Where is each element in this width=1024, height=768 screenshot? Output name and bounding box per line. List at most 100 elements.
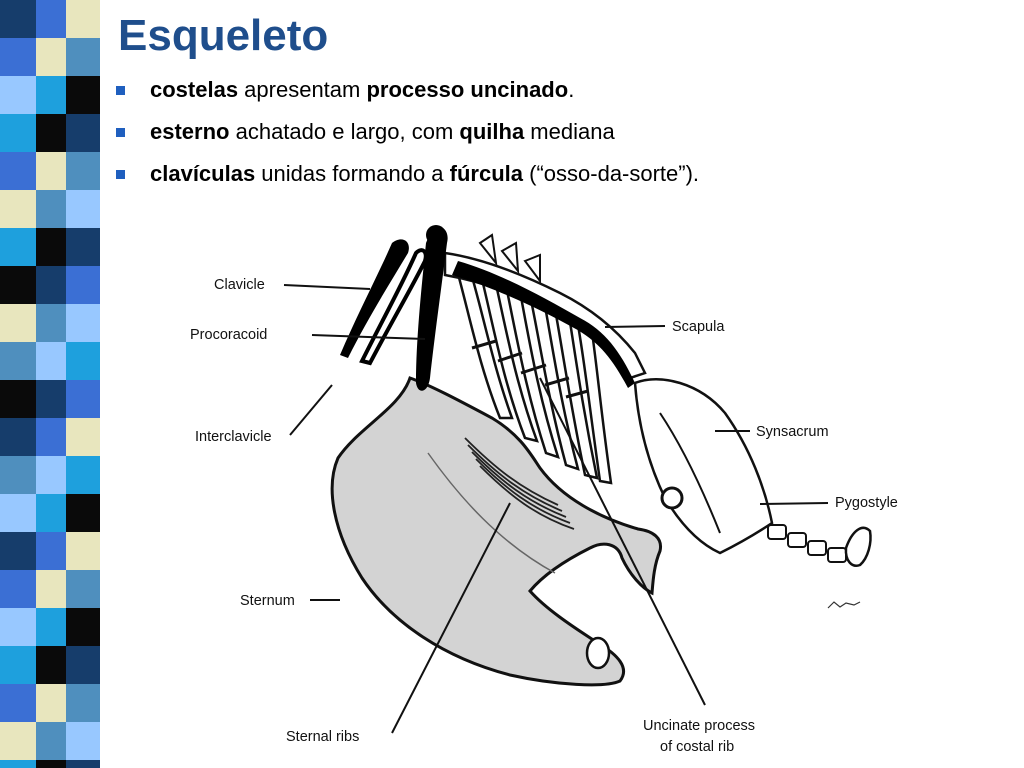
stripe-block <box>36 342 66 380</box>
pygostyle-bone <box>846 528 871 566</box>
bullet-square-icon <box>116 170 125 179</box>
sternum-foramen <box>587 638 609 668</box>
slide-title: Esqueleto <box>118 8 328 64</box>
stripe-block <box>0 722 36 760</box>
stripe-block <box>0 190 36 228</box>
stripe-block <box>66 684 100 722</box>
bird-skeleton-figure: Clavicle Procoracoid Interclavicle Stern… <box>100 213 1024 768</box>
stripe-block <box>66 0 100 38</box>
label-scapula: Scapula <box>672 319 725 335</box>
stripe-block <box>0 76 36 114</box>
stripe-block <box>0 418 36 456</box>
stripe-block <box>0 646 36 684</box>
bullet-text: mediana <box>524 119 615 144</box>
bullet-item: esterno achatado e largo, com quilha med… <box>112 116 699 158</box>
stripe-block <box>66 570 100 608</box>
stripe-block <box>36 304 66 342</box>
stripe-block <box>0 266 36 304</box>
stripe-block <box>36 38 66 76</box>
stripe-block <box>66 76 100 114</box>
label-uncinate-line2: of costal rib <box>660 739 734 755</box>
stripe-block <box>36 0 66 38</box>
stripe-block <box>36 608 66 646</box>
label-uncinate-line1: Uncinate process <box>643 718 755 734</box>
stripe-block <box>66 722 100 760</box>
bullet-square-icon <box>116 128 125 137</box>
bullet-item: costelas apresentam processo uncinado. <box>112 74 699 116</box>
stripe-block <box>36 380 66 418</box>
stripe-block <box>36 152 66 190</box>
label-pygostyle: Pygostyle <box>835 495 898 511</box>
stripe-block <box>36 266 66 304</box>
stripe-block <box>0 380 36 418</box>
artist-signature <box>828 602 860 608</box>
stripe-block <box>0 532 36 570</box>
stripe-block <box>66 494 100 532</box>
stripe-block <box>66 646 100 684</box>
stripe-block <box>36 684 66 722</box>
stripe-block <box>36 570 66 608</box>
synsacrum-bone <box>635 379 772 553</box>
stripe-block <box>36 228 66 266</box>
stripe-block <box>66 456 100 494</box>
stripe-block <box>36 722 66 760</box>
stripe-block <box>0 152 36 190</box>
bullet-text: esterno <box>150 119 229 144</box>
stripe-block <box>0 456 36 494</box>
bullet-text: . <box>568 77 574 102</box>
stripe-block <box>0 342 36 380</box>
stripe-block <box>0 304 36 342</box>
procoracoid-head <box>426 225 446 245</box>
bullet-text: fúrcula <box>450 161 523 186</box>
bullet-text: clavículas <box>150 161 255 186</box>
stripe-block <box>66 760 100 768</box>
bullet-text: costelas <box>150 77 238 102</box>
stripe-block <box>66 190 100 228</box>
stripe-block <box>66 532 100 570</box>
stripe-block <box>66 380 100 418</box>
label-sternal-ribs: Sternal ribs <box>286 729 359 745</box>
bullet-text: quilha <box>459 119 524 144</box>
bullet-text: (“osso-da-sorte”). <box>523 161 699 186</box>
bullet-square-icon <box>116 86 125 95</box>
stripe-block <box>36 114 66 152</box>
stripe-block <box>66 114 100 152</box>
bullet-text: apresentam <box>238 77 366 102</box>
stripe-block <box>0 38 36 76</box>
label-synsacrum: Synsacrum <box>756 424 829 440</box>
label-sternum: Sternum <box>240 593 295 609</box>
stripe-block <box>0 494 36 532</box>
stripe-block <box>36 646 66 684</box>
bullet-text: achatado e largo, com <box>229 119 459 144</box>
stripe-block <box>0 760 36 768</box>
stripe-block <box>36 494 66 532</box>
stripe-block <box>66 418 100 456</box>
decorative-stripe <box>0 0 105 768</box>
stripe-block <box>0 114 36 152</box>
stripe-block <box>36 532 66 570</box>
bullet-text: unidas formando a <box>255 161 449 186</box>
stripe-block <box>36 456 66 494</box>
stripe-block <box>36 190 66 228</box>
stripe-block <box>66 608 100 646</box>
acetabulum <box>662 488 682 508</box>
stripe-block <box>0 228 36 266</box>
bullet-item: clavículas unidas formando a fúrcula (“o… <box>112 158 699 200</box>
tail-vertebrae <box>768 525 846 562</box>
bird-skeleton-diagram: Clavicle Procoracoid Interclavicle Stern… <box>100 213 1024 768</box>
stripe-block <box>36 418 66 456</box>
bullet-list: costelas apresentam processo uncinado. e… <box>112 74 699 200</box>
stripe-block <box>66 266 100 304</box>
stripe-block <box>66 228 100 266</box>
stripe-block <box>36 76 66 114</box>
label-procoracoid: Procoracoid <box>190 327 267 343</box>
stripe-block <box>66 152 100 190</box>
stripe-block <box>0 684 36 722</box>
bullet-text: processo uncinado <box>366 77 568 102</box>
stripe-block <box>66 38 100 76</box>
stripe-block <box>66 342 100 380</box>
stripe-block <box>36 760 66 768</box>
label-clavicle: Clavicle <box>214 277 265 293</box>
label-interclavicle: Interclavicle <box>195 429 272 445</box>
